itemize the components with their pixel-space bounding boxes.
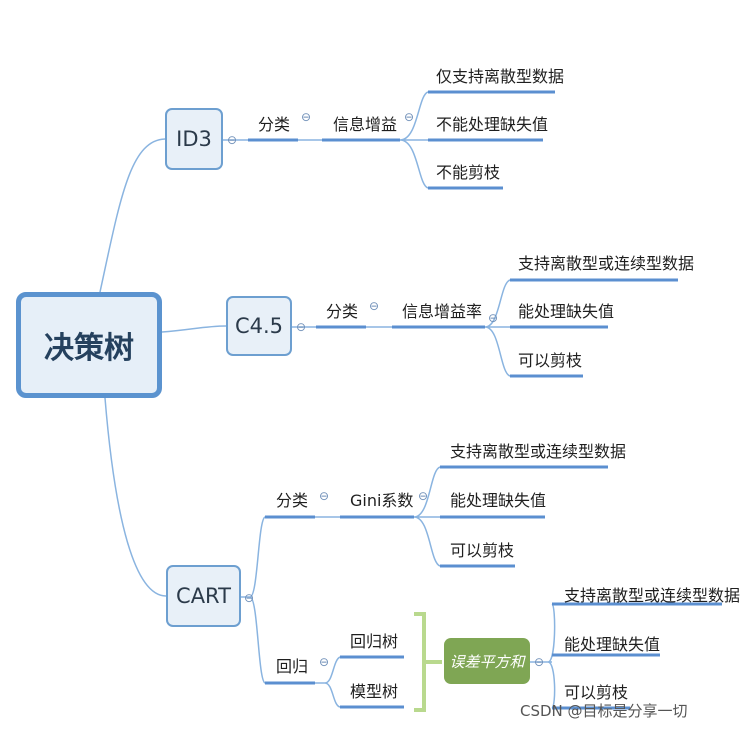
root-node[interactable]: 决策树 [16, 292, 162, 398]
id3-split-label: 分类 [258, 115, 291, 134]
cart-reg-note-0: 支持离散型或连续型数据 [564, 586, 741, 605]
id3-label: ID3 [176, 127, 212, 151]
connector-cart-class-notes [413, 466, 441, 567]
cart-class-note-1: 能处理缺失值 [450, 491, 547, 510]
watermark-text: CSDN @目标是分享一切 [520, 702, 688, 720]
collapse-toggle-icon[interactable]: ⊖ [487, 311, 499, 325]
cart-reg-split-label: 回归 [276, 657, 309, 676]
c45-note-0: 支持离散型或连续型数据 [518, 254, 695, 273]
collapse-toggle-icon[interactable]: ⊖ [243, 591, 255, 605]
root-label: 决策树 [44, 331, 134, 366]
id3-note-2: 不能剪枝 [436, 163, 501, 182]
brace-cart-reg [414, 612, 442, 712]
id3-criterion-label: 信息增益 [333, 115, 398, 134]
collapse-toggle-icon[interactable]: ⊖ [368, 299, 380, 313]
collapse-toggle-icon[interactable]: ⊖ [403, 110, 415, 124]
cart-reg-criterion-node[interactable]: 误差平方和 [444, 638, 530, 684]
connector-cart-reg-notes [530, 603, 556, 709]
connector-cart-reg-trees [315, 656, 341, 708]
id3-note-0: 仅支持离散型数据 [436, 67, 565, 86]
connector-root-cart [104, 397, 167, 597]
c45-split-label: 分类 [326, 302, 359, 321]
connector-root-id3 [99, 138, 166, 293]
c45-criterion-label: 信息增益率 [402, 302, 483, 321]
connector-id3-notes [399, 91, 429, 189]
c45-note-2: 可以剪枝 [518, 351, 583, 370]
cart-reg-note-1: 能处理缺失值 [564, 635, 661, 654]
id3-note-1: 不能处理缺失值 [436, 115, 549, 134]
c45-note-1: 能处理缺失值 [518, 302, 615, 321]
cart-reg-tree-1: 模型树 [350, 682, 399, 701]
cart-reg-criterion-label: 误差平方和 [449, 652, 525, 671]
cart-reg-note-2: 可以剪枝 [564, 683, 629, 702]
connector-root-c45 [161, 325, 227, 333]
id3-node[interactable]: ID3 [165, 108, 223, 170]
collapse-toggle-icon[interactable]: ⊖ [533, 655, 545, 669]
cart-label: CART [176, 584, 231, 608]
cart-node[interactable]: CART [166, 565, 241, 627]
collapse-toggle-icon[interactable]: ⊖ [417, 489, 429, 503]
cart-class-criterion-label: Gini系数 [350, 491, 414, 510]
collapse-toggle-icon[interactable]: ⊖ [300, 110, 312, 124]
collapse-toggle-icon[interactable]: ⊖ [318, 655, 330, 669]
cart-reg-tree-0: 回归树 [350, 632, 399, 651]
c45-node[interactable]: C4.5 [226, 296, 292, 356]
cart-class-note-0: 支持离散型或连续型数据 [450, 442, 627, 461]
cart-class-split-label: 分类 [276, 491, 309, 510]
connector-c45-notes [484, 279, 511, 377]
watermark-backdrop [668, 676, 741, 730]
collapse-toggle-icon[interactable]: ⊖ [318, 489, 330, 503]
connector-cart-splits [241, 516, 266, 684]
c45-label: C4.5 [234, 314, 284, 338]
collapse-toggle-icon[interactable]: ⊖ [226, 133, 238, 147]
cart-class-note-2: 可以剪枝 [450, 541, 515, 560]
collapse-toggle-icon[interactable]: ⊖ [295, 320, 307, 334]
